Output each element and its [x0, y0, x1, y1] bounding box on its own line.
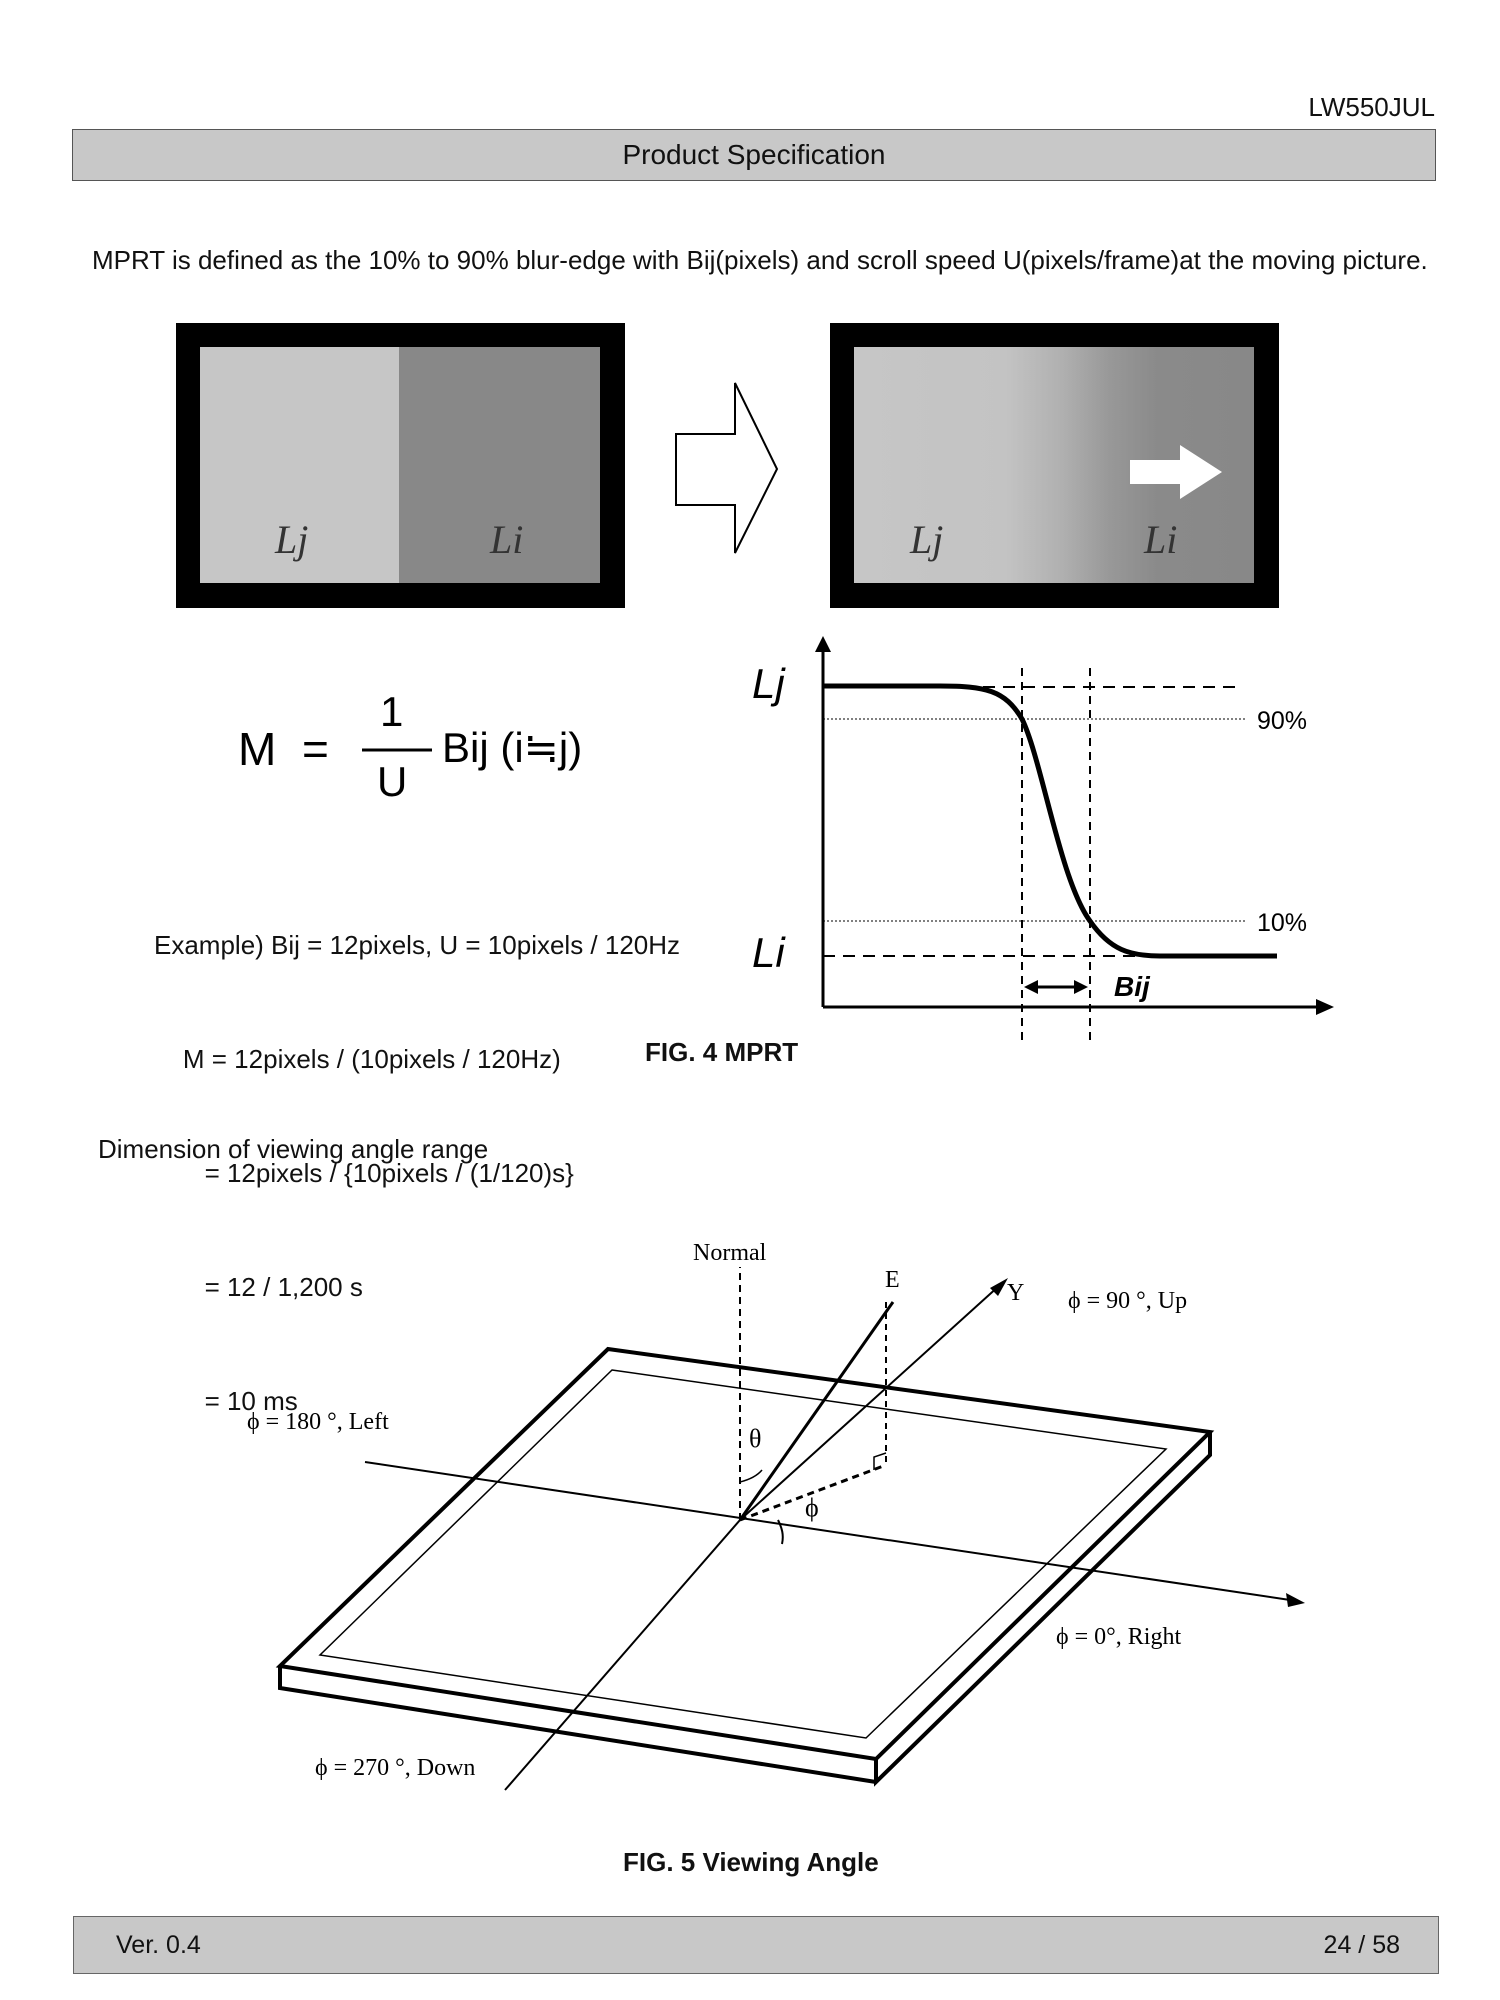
- footer-version: Ver. 0.4: [116, 1930, 201, 1959]
- down-axis: [504, 1519, 741, 1791]
- formula-denominator: U: [377, 758, 407, 805]
- mprt-illustration: Lj Li Lj Li M = 1 U Bij (i≒j) Lj Li: [176, 323, 1334, 1040]
- example-line: M = 12pixels / (10pixels / 120Hz): [154, 1044, 561, 1074]
- mprt-example: Example) Bij = 12pixels, U = 10pixels / …: [154, 850, 680, 1458]
- viewing-angle-diagram: Normal E Y ϕ = 90 °, Up ϕ = 180 °, Left …: [247, 1240, 1305, 1791]
- graph-label-bij: Bij: [1114, 971, 1151, 1002]
- display-panel: [275, 1346, 1215, 1787]
- theta-label: θ: [749, 1424, 761, 1453]
- transition-arrow-icon: [675, 382, 779, 554]
- normal-label: Normal: [693, 1240, 767, 1266]
- fig5-caption: FIG. 5 Viewing Angle: [623, 1847, 879, 1877]
- graph-label-10pct: 10%: [1257, 909, 1307, 937]
- left-label: ϕ = 180 °, Left: [247, 1409, 389, 1435]
- example-line: = 12 / 1,200 s: [154, 1272, 363, 1302]
- down-label: ϕ = 270 °, Down: [315, 1755, 475, 1781]
- up-label: ϕ = 90 °, Up: [1068, 1288, 1187, 1314]
- example-line: = 10 ms: [154, 1386, 298, 1416]
- document-code: LW550JUL: [1308, 92, 1435, 122]
- viewing-angle-section-title: Dimension of viewing angle range: [98, 1134, 489, 1164]
- panel-before: Lj Li: [176, 323, 625, 608]
- footer-page-number: 24 / 58: [1323, 1930, 1400, 1959]
- example-line: = 12pixels / {10pixels / (1/120)s}: [154, 1158, 574, 1188]
- panel-before-label-lj: Lj: [274, 517, 308, 562]
- motion-arrow-icon: [1130, 445, 1222, 499]
- blur-edge-graph: Lj Li 90% 10% Bij: [752, 636, 1334, 1040]
- phi-label: ϕ: [805, 1493, 819, 1522]
- panel-after-label-li: Li: [1143, 517, 1177, 562]
- e-label: E: [885, 1267, 900, 1293]
- example-line: Example) Bij = 12pixels, U = 10pixels / …: [154, 930, 681, 960]
- viewing-direction-line: [738, 1301, 895, 1521]
- right-label: ϕ = 0°, Right: [1056, 1624, 1181, 1650]
- blur-edge-curve: [823, 683, 1277, 959]
- graph-label-li: Li: [752, 929, 786, 976]
- panel-after-label-lj: Lj: [909, 517, 943, 562]
- panel-after: Lj Li: [830, 323, 1279, 608]
- graph-label-lj: Lj: [752, 660, 786, 707]
- page-title: Product Specification: [622, 139, 886, 170]
- y-axis: [739, 1284, 1001, 1521]
- page-title-bar: Product Specification: [72, 129, 1436, 181]
- formula-numerator: 1: [380, 688, 403, 735]
- y-label: Y: [1007, 1280, 1024, 1306]
- mprt-intro-text: MPRT is defined as the 10% to 90% blur-e…: [92, 245, 1428, 275]
- fig4-caption: FIG. 4 MPRT: [645, 1037, 799, 1067]
- formula-lhs: M: [238, 723, 276, 775]
- horizontal-axis: [364, 1461, 1291, 1601]
- formula-rhs: Bij (i≒j): [442, 724, 582, 771]
- mprt-formula: M = 1 U Bij (i≒j): [238, 688, 582, 805]
- formula-equals: =: [302, 723, 329, 775]
- graph-label-90pct: 90%: [1257, 707, 1307, 735]
- footer-bar: Ver. 0.4 24 / 58: [73, 1916, 1439, 1974]
- panel-before-label-li: Li: [489, 517, 523, 562]
